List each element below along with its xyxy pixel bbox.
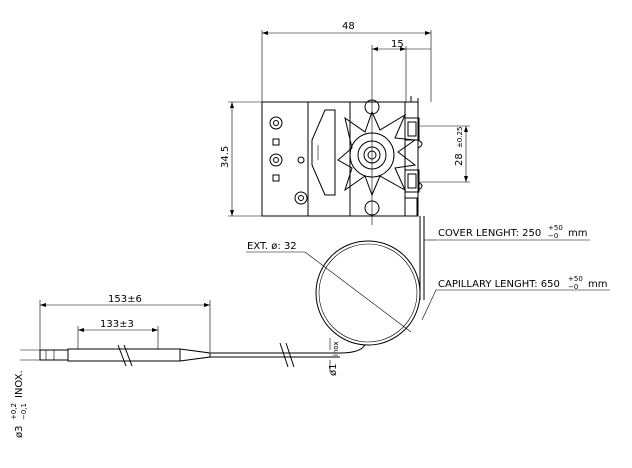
dim-48-label: 48 — [342, 21, 355, 32]
ext-diameter-callout: EXT. ø: 32 — [246, 241, 305, 253]
inox-diameter-label: ø1 — [328, 364, 339, 376]
bulb-material-label: INOX. — [14, 370, 25, 398]
terminals-right — [404, 96, 423, 217]
dim-153-label: 153±6 — [108, 294, 142, 305]
dim-28-tolerance: ±0.25 — [456, 127, 464, 148]
cover-length-label: COVER LENGHT: 250 — [438, 228, 541, 239]
capillary — [210, 216, 425, 372]
ext-diameter-label: EXT. ø: 32 — [247, 241, 297, 252]
dim-bulb-total: 153±6 — [39, 294, 211, 352]
capillary-tol-plus: +50 — [568, 275, 583, 283]
bulb-tol-minus: −0,1 — [20, 403, 28, 420]
cover-unit: mm — [568, 228, 587, 239]
mounting-holes-left — [269, 116, 308, 205]
inox-label: inox — [332, 341, 340, 356]
dim-top-offset: 15 — [372, 39, 431, 102]
dim-15-label: 15 — [391, 39, 404, 50]
capillary-length-label: CAPILLARY LENGHT: 650 — [438, 279, 560, 290]
bulb-tol-plus: +0,2 — [10, 403, 18, 420]
cover-length-callout: COVER LENGHT: 250 +50 −0 mm — [424, 224, 590, 241]
sensor-bulb — [20, 344, 211, 367]
dim-bulb-inner: 133±3 — [77, 319, 159, 349]
dim-34-5-label: 34.5 — [220, 146, 231, 168]
dim-133-label: 133±3 — [100, 319, 134, 330]
cover-tol-plus: +50 — [548, 224, 563, 232]
dim-top-width: 48 — [261, 21, 432, 102]
capillary-tol-minus: −0 — [568, 283, 578, 291]
thermostat-body — [261, 101, 419, 217]
dim-28-label: 28 — [454, 153, 465, 166]
dim-bulb-diameter: ø3 +0,2 −0,1 INOX. — [10, 370, 28, 438]
central-shaft — [337, 45, 417, 225]
inox-capillary-callout: ø1 inox — [328, 341, 340, 376]
capillary-length-callout: CAPILLARY LENGHT: 650 +50 −0 mm — [421, 275, 610, 321]
capillary-unit: mm — [588, 279, 607, 290]
cover-tol-minus: −0 — [548, 232, 558, 240]
bulb-diameter-label: ø3 — [14, 426, 25, 438]
dim-right-height: 28 ±0.25 — [420, 125, 470, 183]
dim-left-height: 34.5 — [220, 101, 262, 217]
